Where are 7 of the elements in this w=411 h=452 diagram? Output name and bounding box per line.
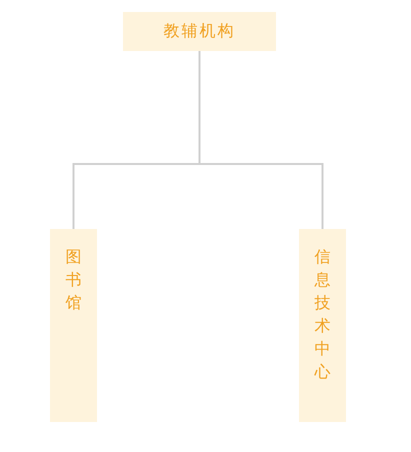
org-box (299, 229, 346, 422)
box-label: 信息技术中心 (314, 246, 330, 383)
org-box (123, 12, 276, 51)
box-label: 图书馆 (66, 246, 82, 314)
box-label: 教辅机构 (164, 21, 236, 42)
connector-line (198, 51, 324, 229)
org-box (50, 229, 97, 422)
